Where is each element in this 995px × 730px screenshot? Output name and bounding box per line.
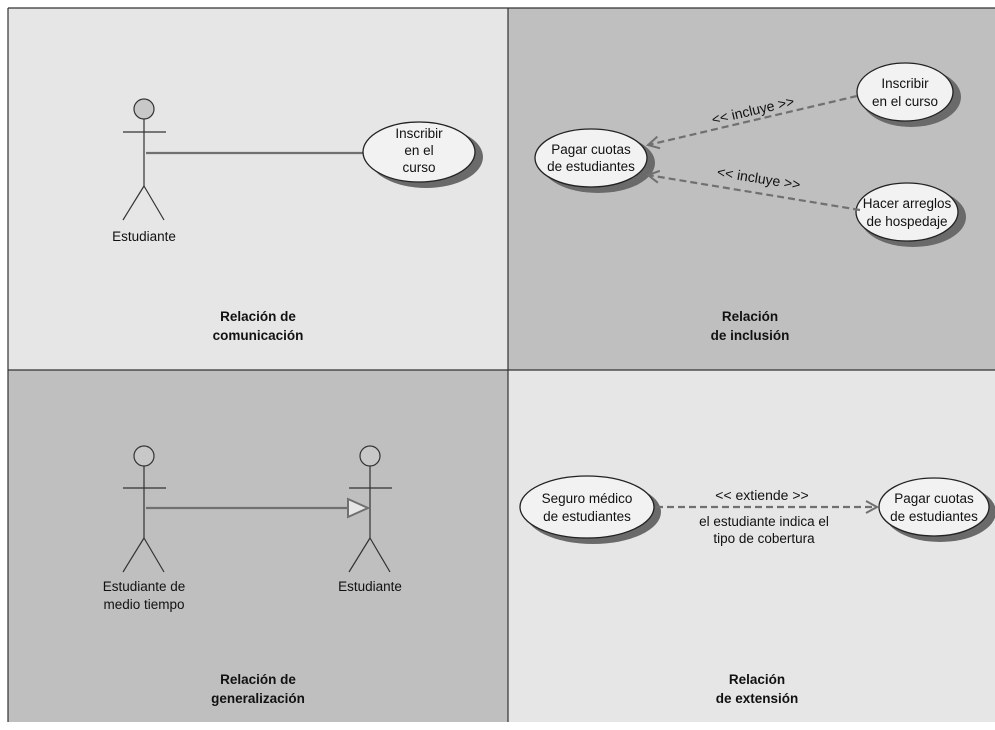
communication-title: Relación de <box>220 309 296 324</box>
generalization-parent-label: Estudiante <box>338 579 402 594</box>
inclusion-use-case-2: Hacer arreglos de hospedaje <box>855 182 966 247</box>
use-case-line: de estudiantes <box>547 159 635 174</box>
inclusion-base-use-case: Pagar cuotas de estudiantes <box>534 128 655 193</box>
communication-title: comunicación <box>213 328 304 343</box>
generalization-triangle-arrowhead <box>347 497 371 519</box>
inclusion-use-case-1: Inscribir en el curso <box>856 62 961 127</box>
inclusion-title: Relación <box>722 309 778 324</box>
use-case-line: en el <box>404 143 433 158</box>
extend-stereotype: << extiende >> <box>715 487 808 503</box>
communication-panel <box>8 8 508 370</box>
extension-title: Relación <box>729 672 785 687</box>
include-stereotype-1: << incluye >> <box>710 93 796 127</box>
actor-head <box>133 445 155 467</box>
extension-extending-use-case: Seguro médico de estudiantes <box>519 475 661 544</box>
actor-head <box>359 445 381 467</box>
use-case-line: Seguro médico <box>542 491 633 506</box>
use-case-line: Pagar cuotas <box>551 142 631 157</box>
use-case-line: curso <box>402 160 435 175</box>
actor-label-line: Estudiante de <box>103 579 186 594</box>
generalization-title: generalización <box>211 691 305 706</box>
communication-actor-label: Estudiante <box>112 229 176 244</box>
generalization-title: Relación de <box>220 672 296 687</box>
inclusion-title: de inclusión <box>711 328 790 343</box>
use-case-line: Inscribir <box>395 126 443 141</box>
use-case-line: Pagar cuotas <box>894 491 974 506</box>
generalization-child-actor: Estudiante de medio tiempo <box>103 445 186 612</box>
extend-condition-line: el estudiante indica el <box>699 514 829 529</box>
extension-base-use-case: Pagar cuotas de estudiantes <box>878 477 995 542</box>
use-case-line: en el curso <box>872 94 938 109</box>
communication-actor: Estudiante <box>112 98 176 244</box>
include-arrow-1 <box>648 94 858 145</box>
actor-head <box>133 98 155 120</box>
generalization-panel <box>8 370 508 722</box>
extend-condition-line: tipo de cobertura <box>713 531 815 546</box>
use-case-line: Inscribir <box>881 76 929 91</box>
use-case-line: de estudiantes <box>890 509 978 524</box>
generalization-parent-actor: Estudiante <box>338 445 402 594</box>
extension-title: de extensión <box>716 691 799 706</box>
communication-use-case: Inscribir en el curso <box>362 121 483 188</box>
include-arrow-2 <box>648 175 861 212</box>
extension-panel <box>508 370 995 722</box>
use-case-line: de estudiantes <box>543 509 631 524</box>
actor-label-line: medio tiempo <box>103 597 184 612</box>
use-case-line: de hospedaje <box>866 214 947 229</box>
use-case-line: Hacer arreglos <box>863 196 952 211</box>
